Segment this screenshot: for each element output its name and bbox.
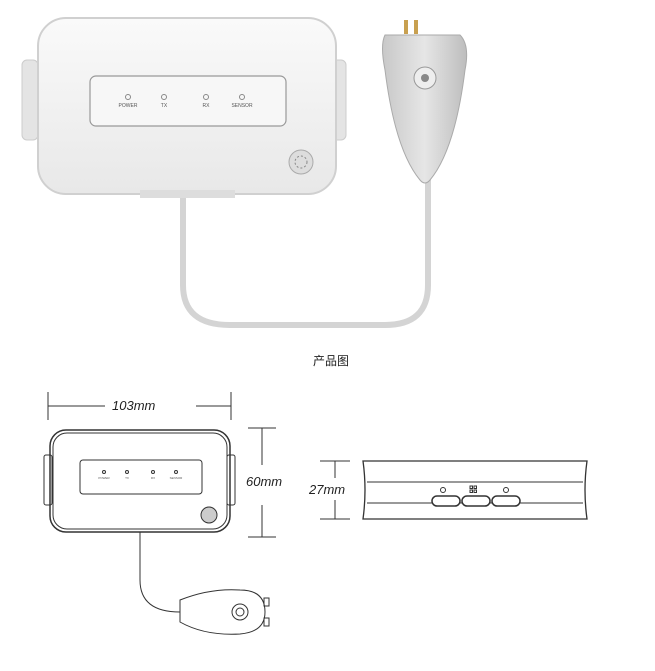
- product-photo: [21, 17, 468, 328]
- drawing-led-power: POWER: [98, 476, 110, 480]
- grid-icon: [469, 485, 477, 493]
- drawing-led-sensor: SENSOR: [169, 476, 183, 480]
- caption-product-image: 产品图: [313, 354, 350, 368]
- led-label-tx: TX: [160, 103, 168, 109]
- power-icon: [440, 487, 446, 493]
- reset-icon: [503, 487, 509, 493]
- led-label-sensor: SENSOR: [231, 103, 253, 109]
- width-dimension: 103mm: [112, 398, 156, 413]
- depth-dimension: 27mm: [309, 482, 346, 497]
- drawing-led-tx: TX: [125, 476, 129, 480]
- reset-button[interactable]: [491, 495, 521, 507]
- pair-button[interactable]: [461, 495, 491, 507]
- height-dimension: 60mm: [246, 474, 283, 489]
- led-label-rx: RX: [202, 103, 210, 109]
- side-view-drawing: [320, 460, 588, 520]
- drawing-led-rx: RX: [150, 476, 156, 480]
- front-view-drawing: [43, 392, 276, 635]
- power-button[interactable]: [431, 495, 461, 507]
- led-label-power: POWER: [118, 103, 138, 109]
